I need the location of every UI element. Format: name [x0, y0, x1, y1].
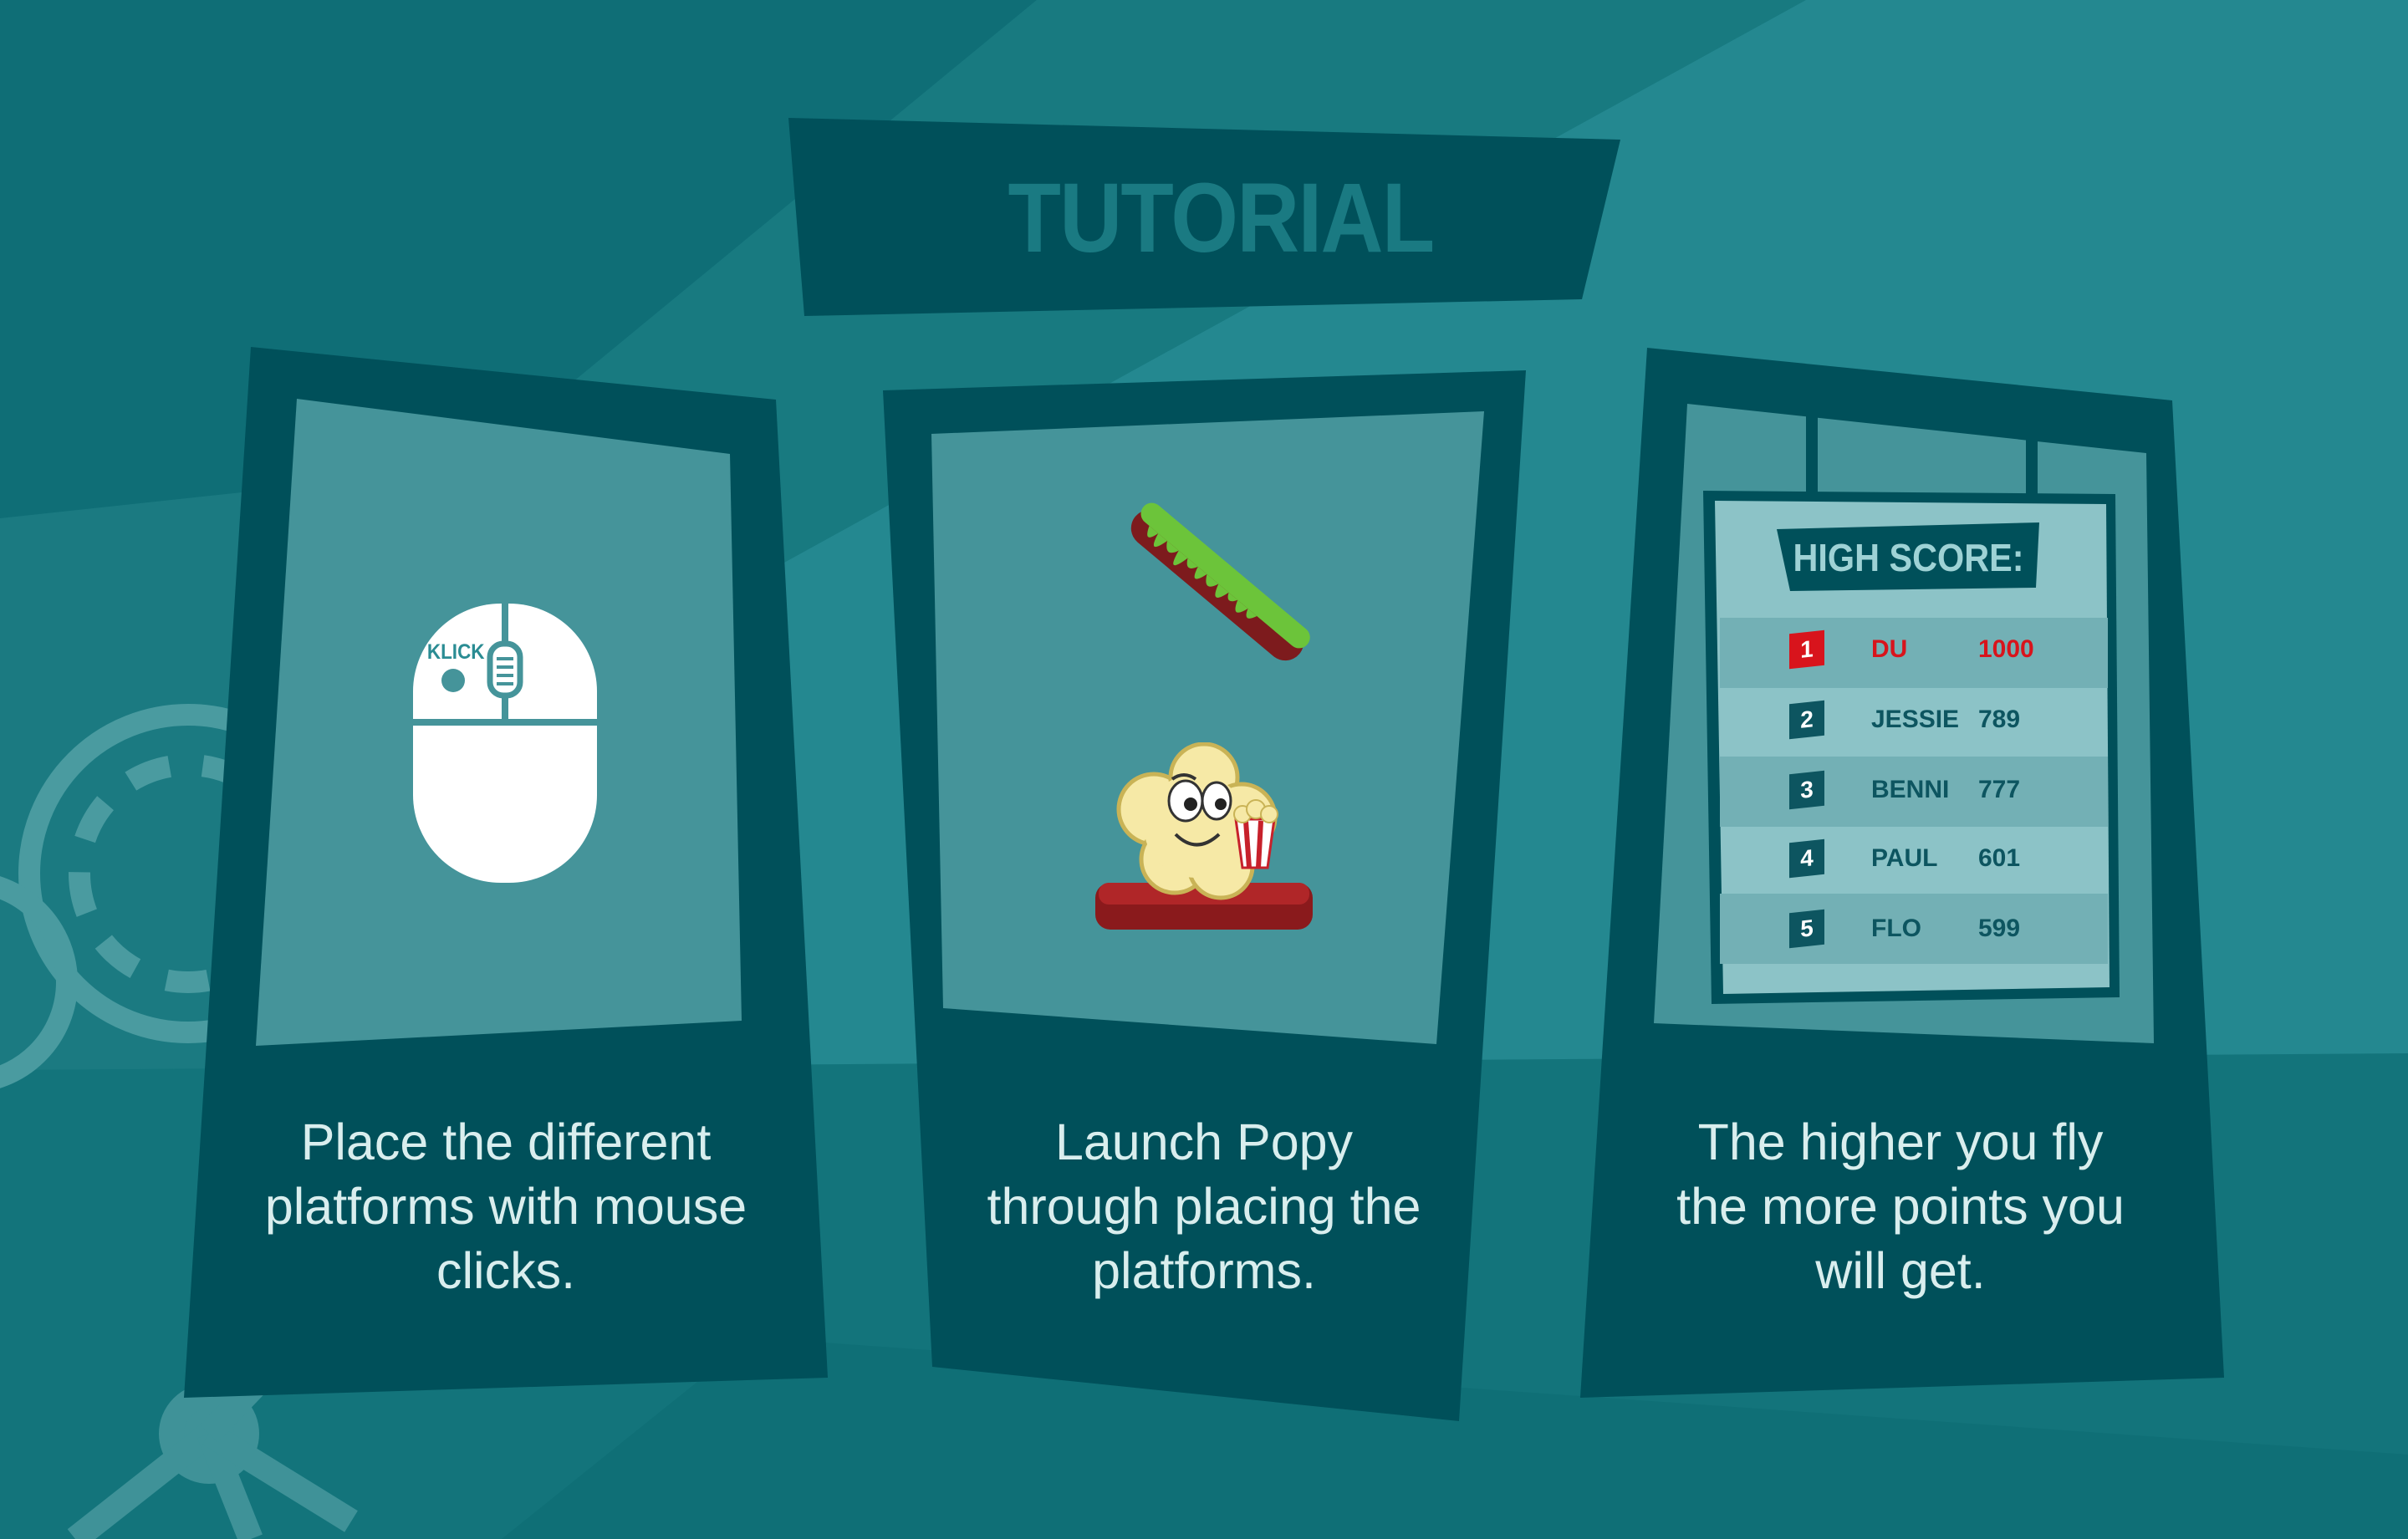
high-score-row: 2 JESSIE 789 [1789, 694, 2174, 747]
player-score: 1000 [1978, 635, 2034, 663]
high-score-row: 1 DU 1000 [1789, 624, 2174, 677]
card-1-line-3: clicks. [436, 1242, 576, 1299]
popy-character [1095, 742, 1313, 930]
klick-label: KLICK [426, 640, 485, 664]
slime-platform-icon [1130, 502, 1310, 661]
rank-badge: 5 [1789, 909, 1824, 949]
high-score-row: 5 FLO 599 [1789, 903, 2174, 956]
card-3-line-1: The higher you fly [1697, 1113, 2104, 1170]
player-score: 599 [1978, 915, 2021, 942]
high-score-row: 4 PAUL 601 [1789, 833, 2174, 886]
card-2-line-3: platforms. [1092, 1242, 1316, 1299]
card-2-line-2: through placing the [987, 1178, 1421, 1235]
rank-badge: 4 [1789, 838, 1824, 879]
player-name: FLO [1871, 915, 1921, 942]
page-title: TUTORIAL [1008, 163, 1436, 273]
card-1-line-2: platforms with mouse [264, 1178, 747, 1235]
card-3-line-2: the more points you [1676, 1178, 2125, 1235]
card-2-description: Launch Popy through placing the platform… [936, 1110, 1472, 1303]
player-name: BENNI [1871, 776, 1950, 803]
card-1-description: Place the different platforms with mouse… [238, 1110, 773, 1303]
player-score: 789 [1978, 706, 2021, 733]
high-score-row: 3 BENNI 777 [1789, 764, 2174, 818]
rank-badge: 3 [1789, 770, 1824, 810]
card-1-line-1: Place the different [300, 1113, 712, 1170]
player-score: 601 [1978, 844, 2021, 872]
mouse-icon [413, 604, 597, 883]
player-score: 777 [1978, 776, 2021, 803]
card-2-line-1: Launch Popy [1054, 1113, 1354, 1170]
player-name: PAUL [1871, 844, 1938, 872]
card-3-description: The higher you fly the more points you w… [1633, 1110, 2168, 1303]
rank-badge: 1 [1789, 629, 1824, 670]
rank-badge: 2 [1789, 700, 1824, 740]
card-3-line-3: will get. [1815, 1242, 1986, 1299]
high-score-title: HIGH SCORE: [1793, 536, 2024, 579]
player-name: JESSIE [1871, 706, 1960, 733]
player-name: DU [1871, 635, 1908, 663]
